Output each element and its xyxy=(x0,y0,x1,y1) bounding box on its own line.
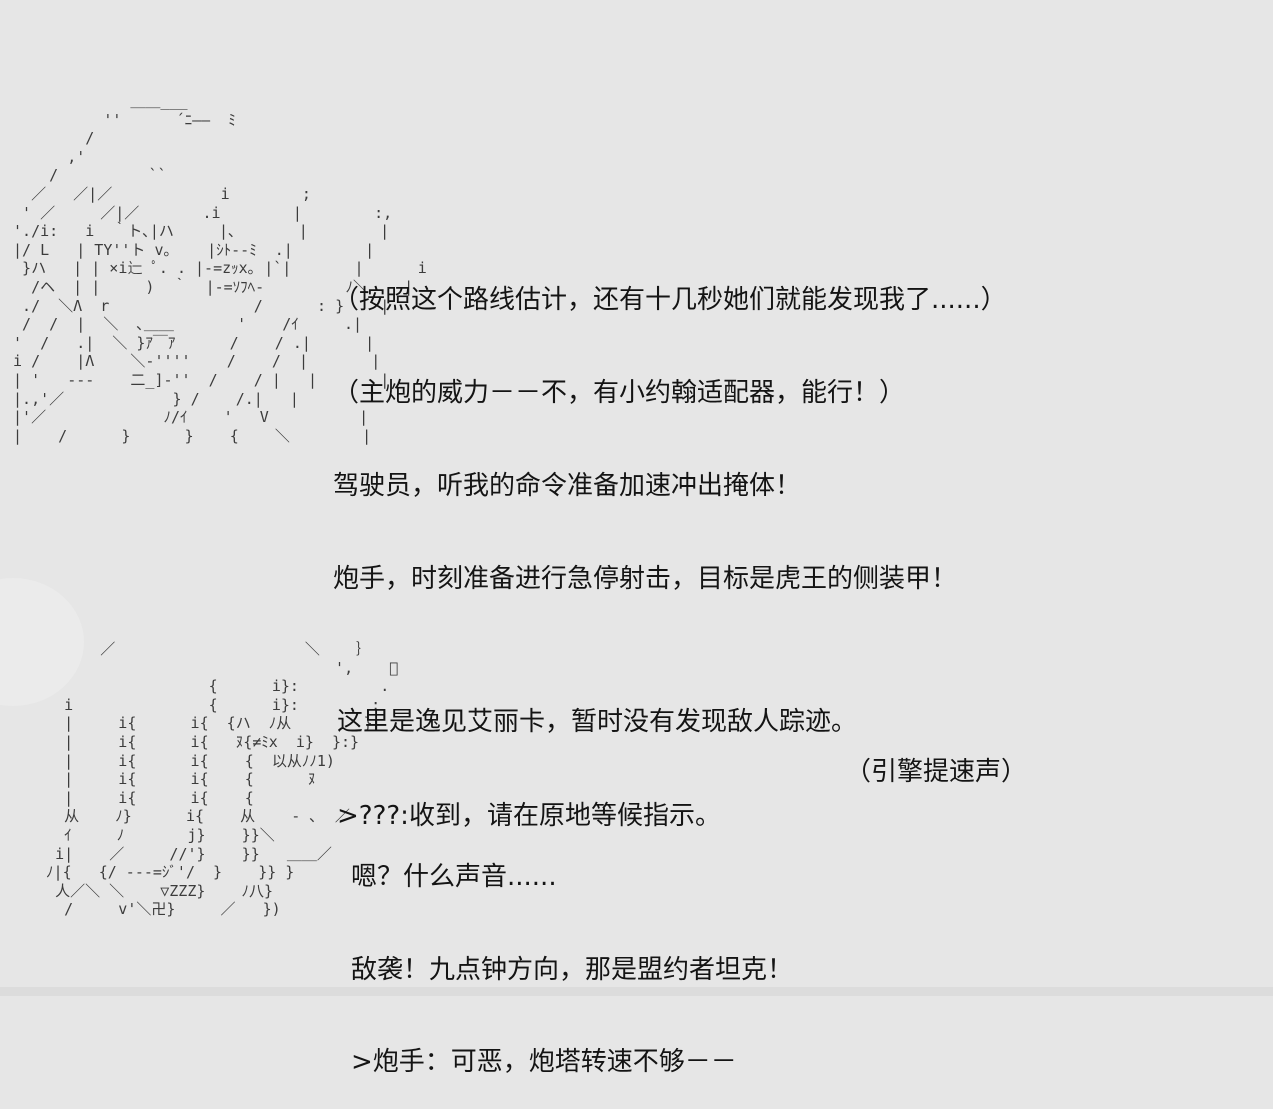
aa-story-page: { "page": { "background": "#e6e6e6", "te… xyxy=(0,92,1273,1077)
sound-effect-text: （引擎提速声） xyxy=(845,757,1028,787)
dialogue-line: 这里是逸见艾丽卡，暂时没有发现敌人踪迹。 xyxy=(337,707,858,737)
dialogue-block-commander: （按照这个路线估计，还有十几秒她们就能发现我了......） （主炮的威力－－不… xyxy=(333,224,1007,626)
dialogue-line: 嗯？什么声音...... xyxy=(351,862,557,892)
dialogue-line: 驾驶员，听我的命令准备加速冲出掩体！ xyxy=(333,471,802,501)
dialogue-block-erika: 这里是逸见艾丽卡，暂时没有发现敌人踪迹。 >???:收到，请在原地等候指示。 xyxy=(337,645,857,863)
ascii-art-figure-commander: ＿＿___ '' ´ﾆ―― ﾐ / ,' / `` ／ ／|／ i ; ' ／ … xyxy=(13,92,427,445)
dialogue-line: 炮手，时刻准备进行急停射击，目标是虎王的侧装甲！ xyxy=(333,564,958,594)
dialogue-line: >炮手：可恶，炮塔转速不够－－ xyxy=(351,1047,737,1077)
dialogue-line: >???:收到，请在原地等候指示。 xyxy=(337,801,721,831)
dialogue-line: （主炮的威力－－不，有小约翰适配器，能行！） xyxy=(333,378,906,408)
dialogue-line: （按照这个路线估计，还有十几秒她们就能发现我了......） xyxy=(333,285,1007,315)
ascii-art-figure-erika: ／ ＼ ｝ ', ﾞ { i}: . i { i}: : | i{ i{ {ハ … xyxy=(46,640,399,919)
dialogue-line: 敌袭！九点钟方向，那是盟约者坦克！ xyxy=(351,954,794,985)
bottom-edge-strip xyxy=(0,987,1273,996)
dialogue-block-alert: 嗯？什么声音...... 敌袭！九点钟方向，那是盟约者坦克！ >炮手：可恶，炮塔… xyxy=(351,801,793,1109)
